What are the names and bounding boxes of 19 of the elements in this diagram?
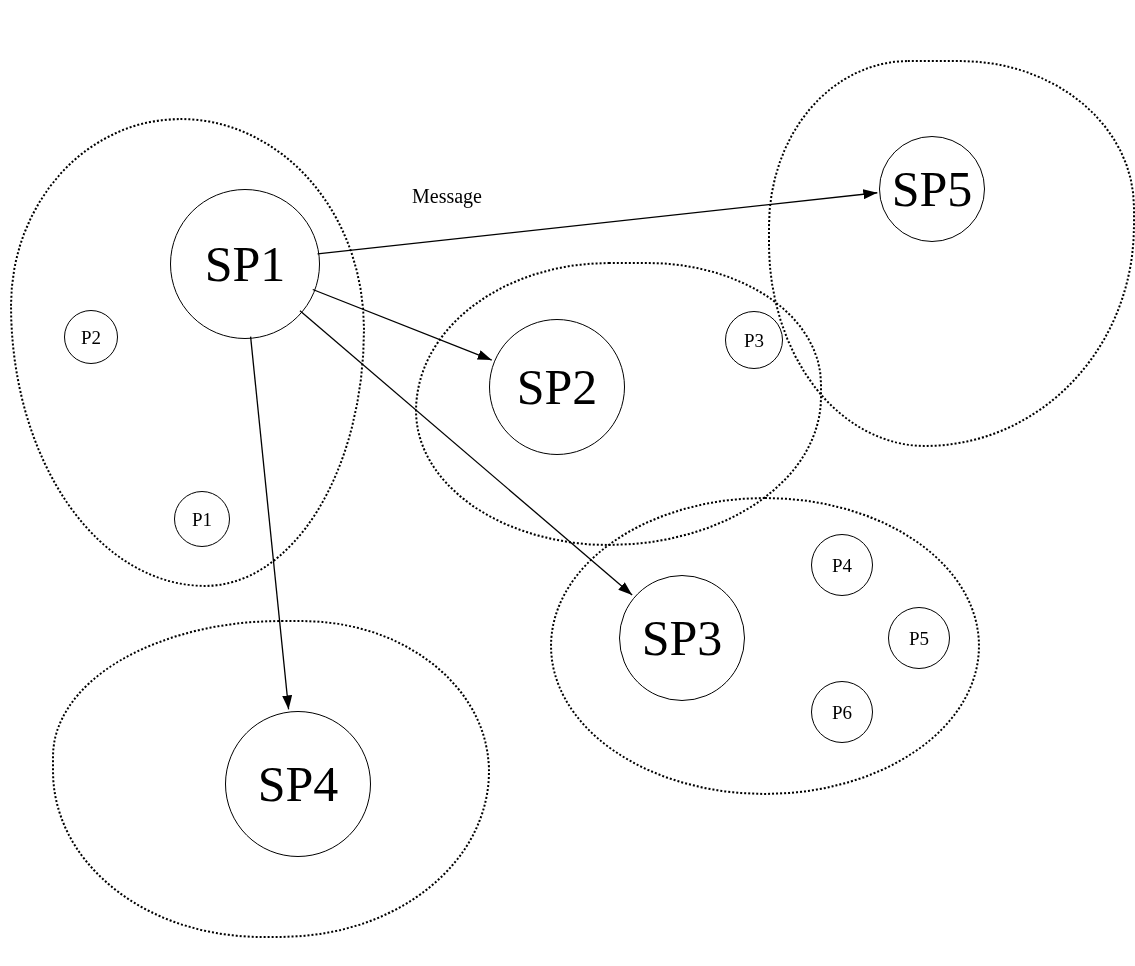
dotted-group-outline <box>52 620 490 938</box>
node-label: P6 <box>831 702 853 722</box>
node-label: P2 <box>80 327 102 347</box>
arrow <box>299 310 633 596</box>
node-label: SP4 <box>257 759 339 809</box>
dotted-group-outline <box>550 497 980 795</box>
dotted-group-outline <box>10 118 365 587</box>
dotted-group-outline <box>415 262 822 546</box>
node-label: SP2 <box>516 362 598 412</box>
node-label: P5 <box>908 628 930 648</box>
node-label: SP3 <box>641 613 723 663</box>
node-label: P1 <box>191 509 213 529</box>
node-label: P3 <box>743 330 765 350</box>
node-label: P4 <box>831 555 853 575</box>
node-label: SP5 <box>891 164 973 214</box>
node-label: SP1 <box>204 239 286 289</box>
arrow <box>312 288 493 361</box>
edge-label: Message <box>410 186 484 206</box>
dotted-group-outline <box>768 60 1135 447</box>
